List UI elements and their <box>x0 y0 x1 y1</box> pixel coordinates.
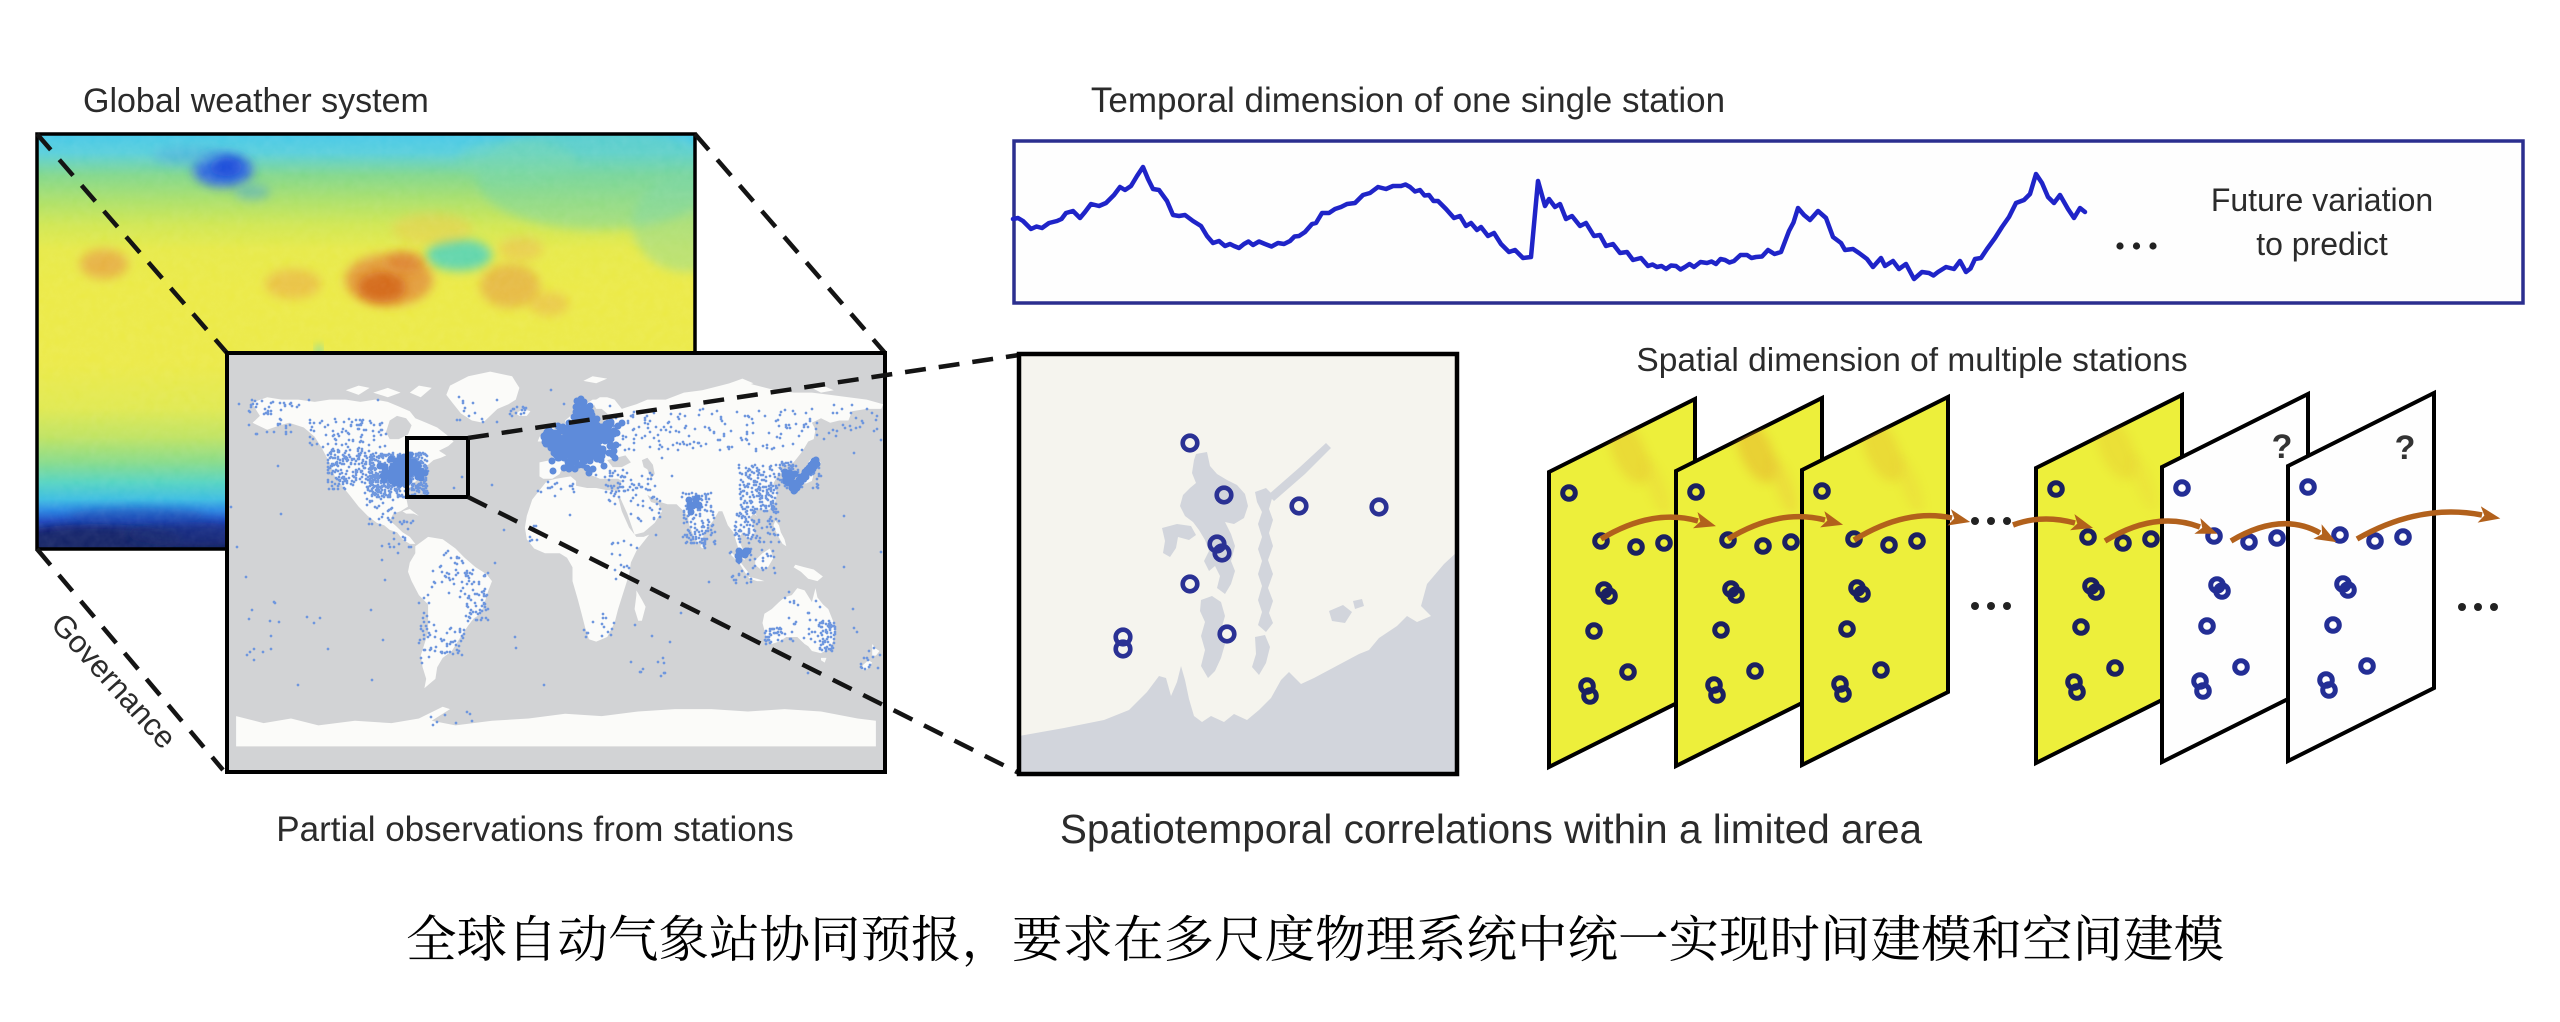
svg-text:Governance: Governance <box>44 607 183 756</box>
svg-text:Temporal dimension of one sing: Temporal dimension of one single station <box>1091 81 1725 120</box>
svg-text:?: ? <box>2395 429 2416 467</box>
svg-text:?: ? <box>2272 428 2293 466</box>
svg-text:Future variation: Future variation <box>2211 182 2433 218</box>
svg-text:Partial observations from stat: Partial observations from stations <box>276 810 793 849</box>
svg-text:Global weather system: Global weather system <box>83 82 429 120</box>
svg-text:Spatiotemporal correlations wi: Spatiotemporal correlations within a lim… <box>1060 806 1923 852</box>
svg-text:Spatial dimension of multiple: Spatial dimension of multiple stations <box>1636 342 2187 379</box>
svg-text:to predict: to predict <box>2256 226 2388 262</box>
